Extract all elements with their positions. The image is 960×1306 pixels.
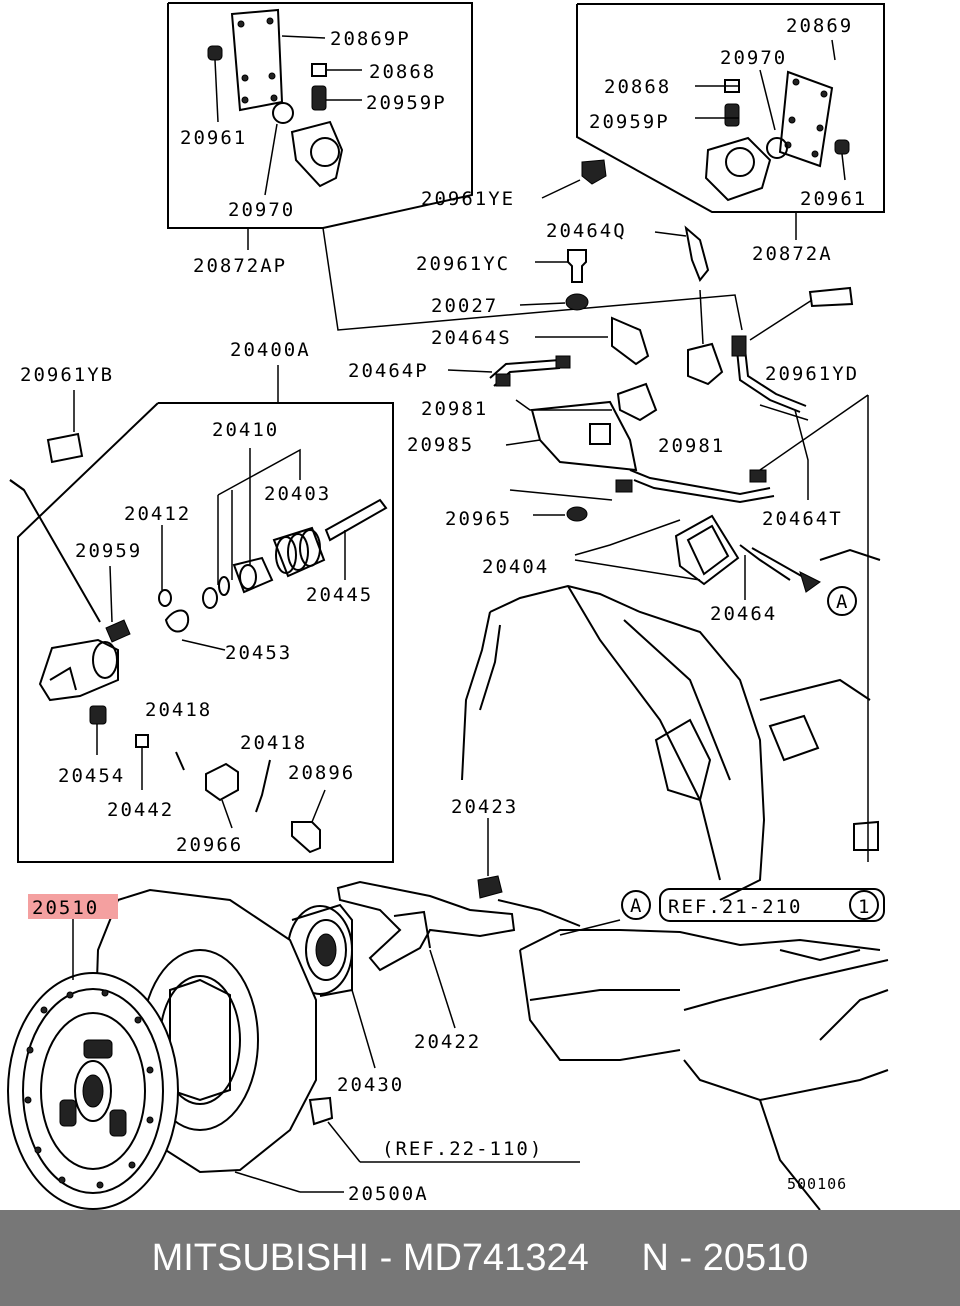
circle-label-a-right: A xyxy=(836,591,849,613)
label-20412: 20412 xyxy=(124,503,191,525)
inset-box-left xyxy=(167,2,473,229)
label-20965: 20965 xyxy=(445,508,512,530)
label-20959P-right: 20959P xyxy=(589,111,670,133)
reference-markers xyxy=(360,586,885,1163)
label-20464T: 20464T xyxy=(762,508,843,530)
label-20872A: 20872A xyxy=(752,243,833,265)
label-20959P-left: 20959P xyxy=(366,92,447,114)
label-20981-right: 20981 xyxy=(658,435,725,457)
label-20430: 20430 xyxy=(337,1074,404,1096)
label-20959: 20959 xyxy=(75,540,142,562)
label-20981-left: 20981 xyxy=(421,398,488,420)
part-number-caption: MITSUBISHI - MD741324 N - 20510 xyxy=(151,1236,809,1279)
label-20418-left: 20418 xyxy=(145,699,212,721)
label-20970-left: 20970 xyxy=(228,199,295,221)
label-20869-right: 20869 xyxy=(786,15,853,37)
label-20510: 20510 xyxy=(32,897,99,919)
highlight-20510 xyxy=(28,894,118,919)
label-20400A: 20400A xyxy=(230,339,311,361)
label-20464: 20464 xyxy=(710,603,777,625)
label-20896: 20896 xyxy=(288,762,355,784)
label-20961-right: 20961 xyxy=(800,188,867,210)
ref-22-110: (REF.22-110) xyxy=(382,1138,543,1160)
label-20868-left: 20868 xyxy=(369,61,436,83)
label-20500A: 20500A xyxy=(348,1183,429,1205)
label-20454: 20454 xyxy=(58,765,125,787)
label-20961YC: 20961YC xyxy=(416,253,510,275)
label-20961YD: 20961YD xyxy=(765,363,859,385)
label-20442: 20442 xyxy=(107,799,174,821)
label-20961YE: 20961YE xyxy=(421,188,515,210)
label-20403: 20403 xyxy=(264,483,331,505)
label-20027: 20027 xyxy=(431,295,498,317)
label-20418-right: 20418 xyxy=(240,732,307,754)
footer-bar: MITSUBISHI - MD741324 N - 20510 xyxy=(0,1210,960,1306)
clutch-assembly xyxy=(7,818,516,1210)
label-20966: 20966 xyxy=(176,834,243,856)
label-20961YB: 20961YB xyxy=(20,364,114,386)
label-20464S: 20464S xyxy=(431,327,512,349)
hydraulic-lines xyxy=(322,159,869,862)
parts-diagram: 20869P 20868 20959P 20961 20970 20872AP … xyxy=(7,2,889,1210)
ref-21-210: REF.21-210 xyxy=(668,896,802,918)
label-20961-left: 20961 xyxy=(180,127,247,149)
label-20985: 20985 xyxy=(407,434,474,456)
slave-cylinder-box xyxy=(9,365,394,863)
label-20970-right: 20970 xyxy=(720,47,787,69)
circle-label-a-bottom: A xyxy=(630,895,643,917)
inset-box-right xyxy=(576,3,885,213)
label-20872AP: 20872AP xyxy=(193,255,287,277)
diagram-number: 500106 xyxy=(787,1175,847,1193)
label-20445: 20445 xyxy=(306,584,373,606)
label-20404: 20404 xyxy=(482,556,549,578)
label-20868-right: 20868 xyxy=(604,76,671,98)
label-20410: 20410 xyxy=(212,419,279,441)
transmission-housing xyxy=(461,544,889,1210)
label-20464P: 20464P xyxy=(348,360,429,382)
label-20423: 20423 xyxy=(451,796,518,818)
label-20869P: 20869P xyxy=(330,28,411,50)
label-20422: 20422 xyxy=(414,1031,481,1053)
ref-21-210-number: 1 xyxy=(858,896,871,918)
label-20453: 20453 xyxy=(225,642,292,664)
label-20464Q: 20464Q xyxy=(546,220,627,242)
